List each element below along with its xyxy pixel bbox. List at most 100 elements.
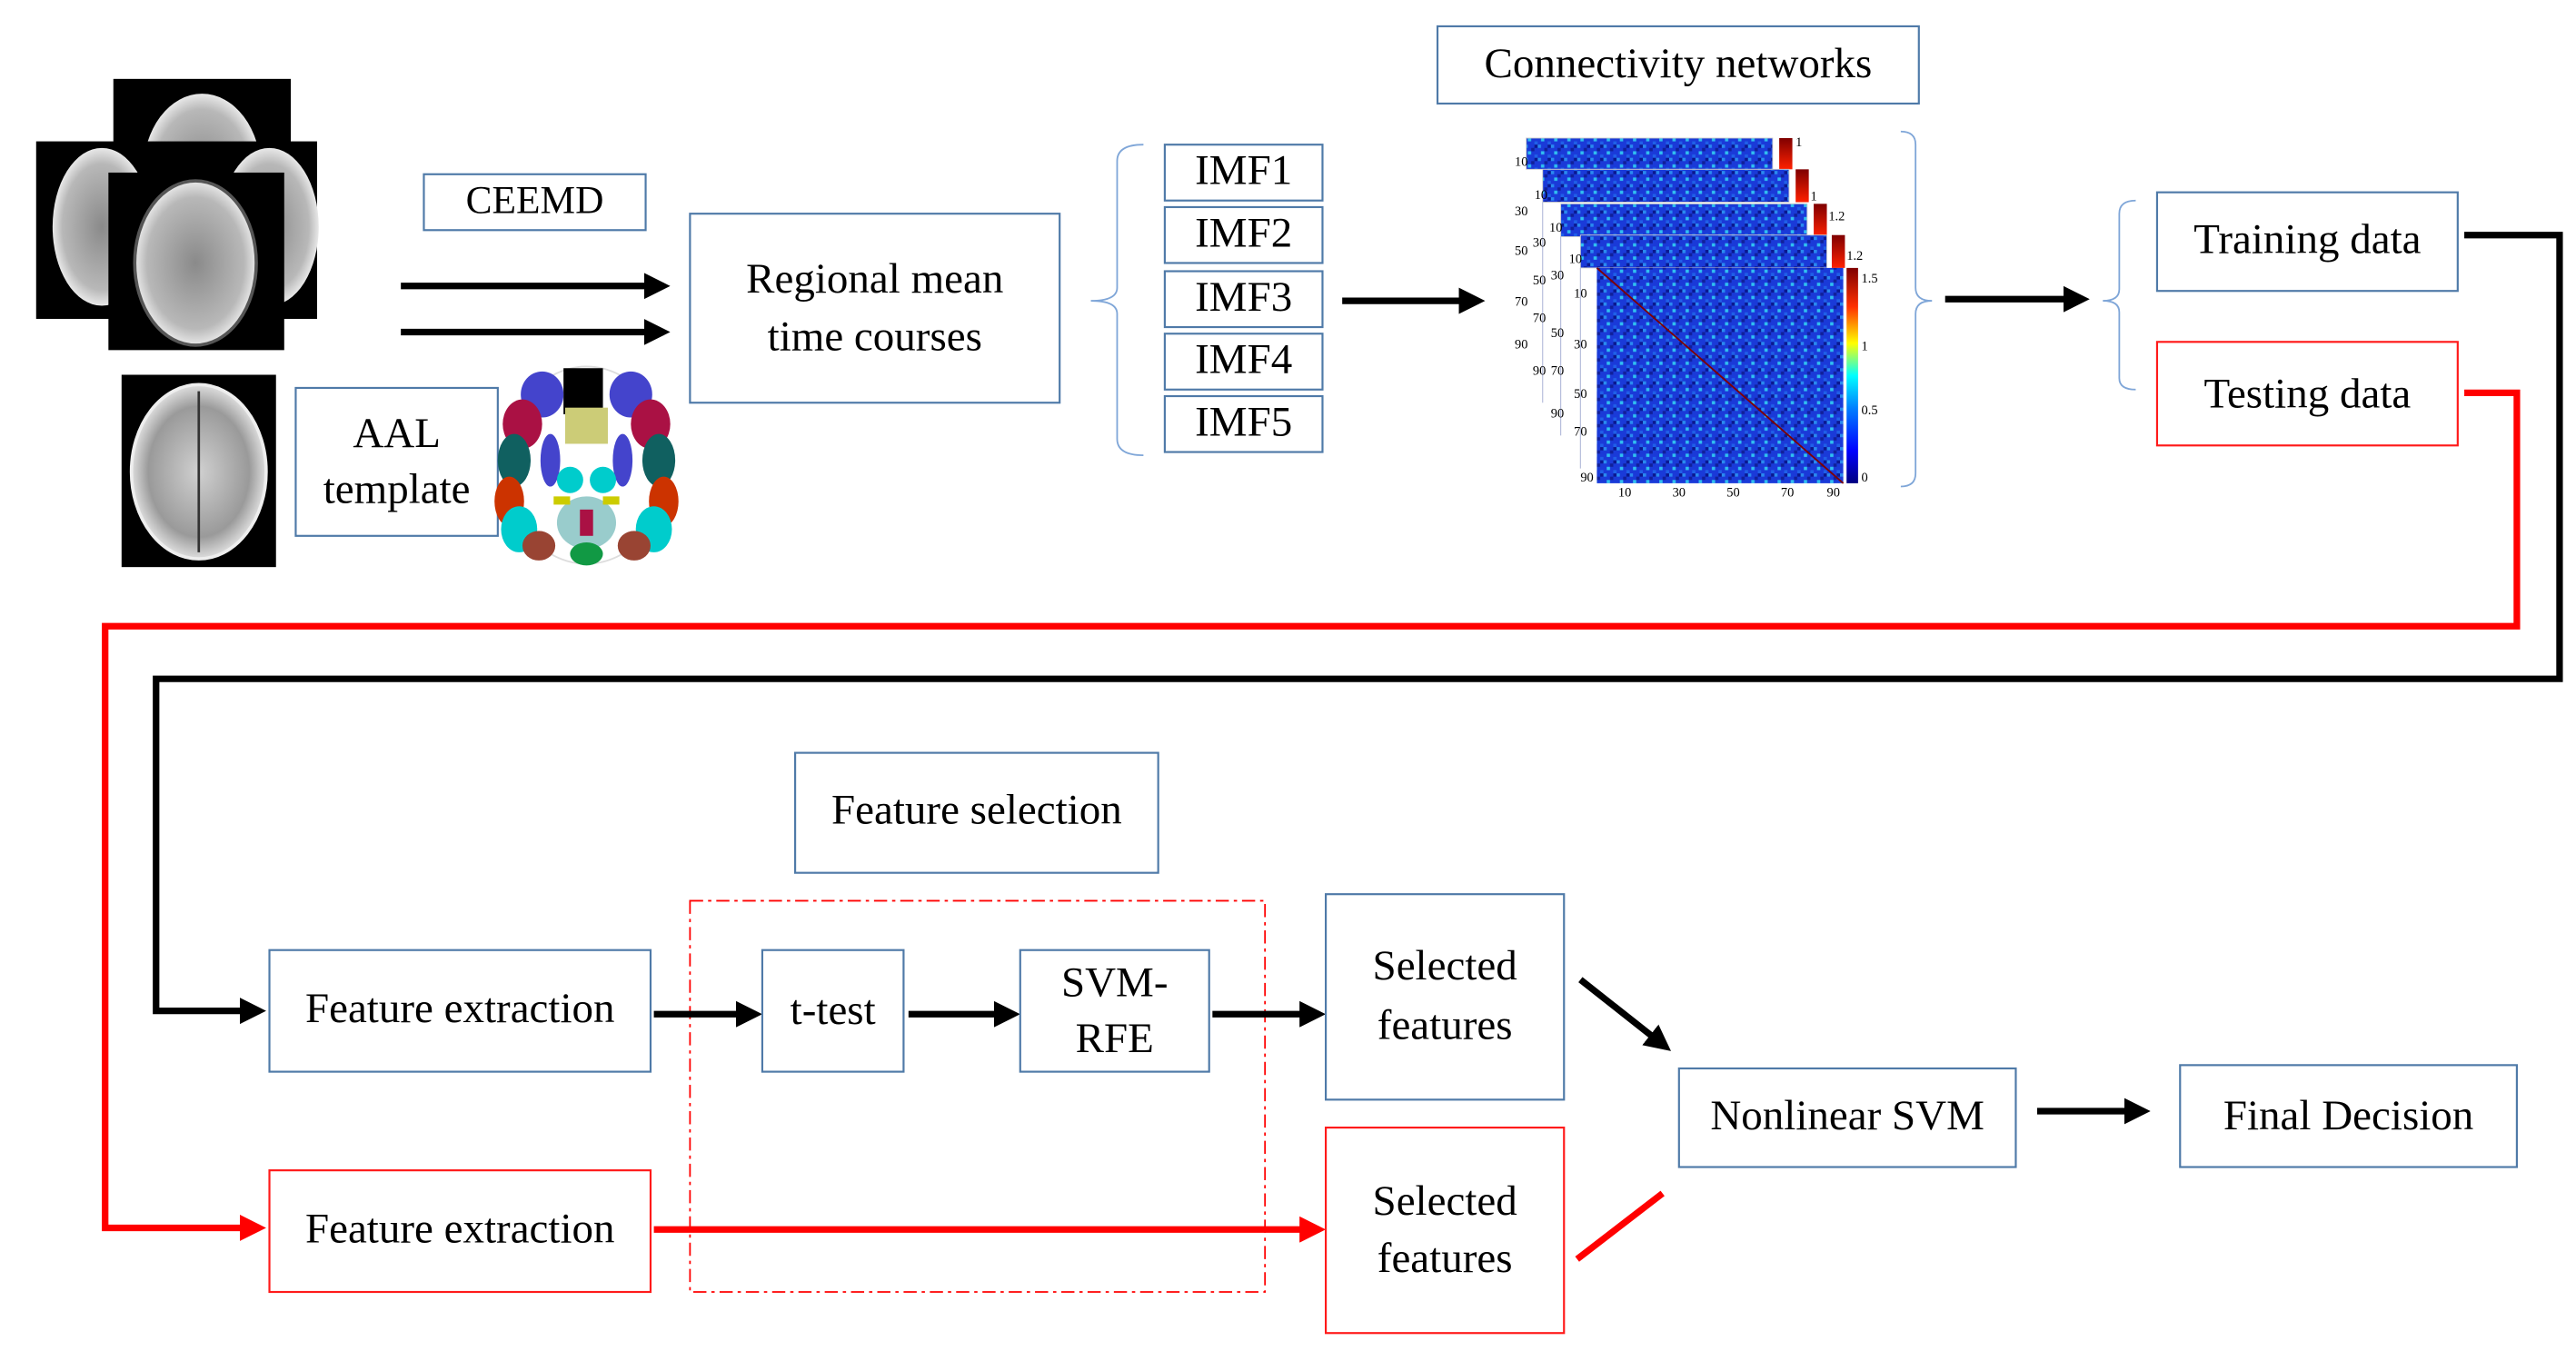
nonlinear-svm-box <box>1677 1067 2017 1168</box>
colorbar <box>1779 137 1793 170</box>
regional-mean-box <box>689 213 1061 404</box>
selected-features-train-box <box>1324 893 1566 1101</box>
svmrfe-label-line2: RFE <box>1076 1015 1154 1062</box>
ceemd-label: CEEMD <box>466 178 604 222</box>
y-tick: 90 <box>1515 338 1527 353</box>
colorbar-tick: 0.5 <box>1862 403 1878 418</box>
colorbar-tick: 1.5 <box>1862 272 1878 286</box>
regional-label-line1: Regional mean <box>746 255 1003 303</box>
feature-extraction-train-label: Feature extraction <box>305 985 615 1032</box>
y-tick: 70 <box>1574 424 1586 439</box>
y-tick: 30 <box>1574 338 1586 353</box>
nonlinear-svm-label: Nonlinear SVM <box>1710 1092 1984 1139</box>
svmrfe-box <box>1019 949 1210 1073</box>
matrix-imf <box>1579 234 1827 269</box>
x-tick: 50 <box>1726 485 1739 500</box>
y-tick: 50 <box>1533 273 1546 288</box>
feature-selection-box <box>794 751 1159 874</box>
selected-train-line1: Selected <box>1373 942 1517 989</box>
y-tick: 90 <box>1533 363 1546 378</box>
y-tick: 90 <box>1580 471 1593 485</box>
y-tick: 30 <box>1515 204 1527 219</box>
testing-data-box <box>2155 341 2459 447</box>
y-tick: 10 <box>1549 221 1562 235</box>
regional-label-line2: time courses <box>768 313 982 360</box>
selected-features-test-box <box>1324 1127 1566 1335</box>
matrix-imf <box>1526 137 1774 170</box>
imf-box <box>1163 205 1324 264</box>
y-tick: 30 <box>1533 235 1546 250</box>
selected-test-line2: features <box>1378 1235 1513 1282</box>
imf-brace <box>1090 144 1144 457</box>
arrow-selected-train-to-svm <box>1578 977 1672 1051</box>
y-tick: 10 <box>1535 188 1547 203</box>
x-tick: 90 <box>1827 485 1840 500</box>
training-data-box <box>2155 191 2459 293</box>
y-tick: 70 <box>1515 295 1527 310</box>
ttest-label: t-test <box>791 987 876 1034</box>
training-data-label: Training data <box>2193 216 2421 263</box>
y-tick: 50 <box>1574 387 1586 402</box>
feature-extraction-train-box <box>268 949 652 1073</box>
y-tick: 50 <box>1515 243 1527 258</box>
imf-label: IMF2 <box>1195 209 1292 256</box>
aal-template-box <box>294 386 499 537</box>
feature-selection-label: Feature selection <box>831 786 1122 833</box>
imf-box <box>1163 333 1324 391</box>
testing-data-label: Testing data <box>2204 371 2412 418</box>
x-tick: 70 <box>1781 485 1794 500</box>
data-brace <box>2103 199 2136 391</box>
selected-test-line1: Selected <box>1373 1177 1517 1225</box>
colorbar <box>1814 204 1827 237</box>
feature-extraction-test-label: Feature extraction <box>305 1206 615 1253</box>
y-tick: 10 <box>1569 252 1582 266</box>
y-tick: 10 <box>1574 286 1586 301</box>
y-tick: 50 <box>1551 326 1564 341</box>
networks-brace <box>1900 130 1933 488</box>
imf-label: IMF4 <box>1195 336 1292 383</box>
aal-atlas-image <box>494 365 679 566</box>
colorbar-max: 1 <box>1810 190 1816 204</box>
y-tick: 10 <box>1515 155 1527 170</box>
imf-label: IMF3 <box>1195 273 1292 321</box>
colorbar <box>1795 169 1809 203</box>
connectivity-matrices: 1 1 1.2 1.2 1.5 1 0.5 0 10 30 50 70 90 1… <box>1515 135 1878 500</box>
imf-label: IMF5 <box>1195 398 1292 445</box>
ttest-box <box>761 949 905 1073</box>
svmrfe-label-line1: SVM- <box>1061 959 1169 1006</box>
final-decision-box <box>2179 1064 2518 1168</box>
y-tick: 30 <box>1551 269 1564 283</box>
matrix-imf <box>1542 168 1790 203</box>
testing-path-line <box>102 389 2521 1241</box>
ceemd-box <box>423 173 647 232</box>
final-decision-label: Final Decision <box>2223 1092 2473 1139</box>
imf-box <box>1163 144 1324 202</box>
y-tick: 90 <box>1551 407 1564 422</box>
colorbar-max: 1.2 <box>1846 249 1863 263</box>
x-tick: 30 <box>1673 485 1686 500</box>
imf-box <box>1163 394 1324 453</box>
connectivity-title-box <box>1436 25 1920 105</box>
feature-extraction-test-box <box>268 1169 652 1294</box>
imf-label: IMF1 <box>1195 147 1292 194</box>
aal-label-line2: template <box>323 466 471 513</box>
line-selected-test-to-svm <box>1575 1190 1665 1262</box>
colorbar-main <box>1846 267 1858 483</box>
colorbar-tick: 0 <box>1862 471 1868 485</box>
colorbar <box>1831 234 1845 268</box>
colorbar-max: 1.2 <box>1828 209 1845 224</box>
x-tick: 10 <box>1618 485 1631 500</box>
colorbar-tick: 1 <box>1862 339 1868 353</box>
fmri-image-stack <box>35 78 319 351</box>
training-path-line <box>153 232 2563 1025</box>
brain-icon <box>133 179 258 347</box>
feature-selection-region <box>689 899 1267 1293</box>
matrix-diagonal <box>1596 267 1845 484</box>
imf-box <box>1163 270 1324 329</box>
colorbar-max: 1 <box>1795 135 1802 150</box>
y-tick: 70 <box>1551 363 1564 378</box>
selected-train-line2: features <box>1378 1001 1513 1048</box>
connectivity-title: Connectivity networks <box>1484 40 1872 87</box>
aal-label-line1: AAL <box>353 410 441 457</box>
